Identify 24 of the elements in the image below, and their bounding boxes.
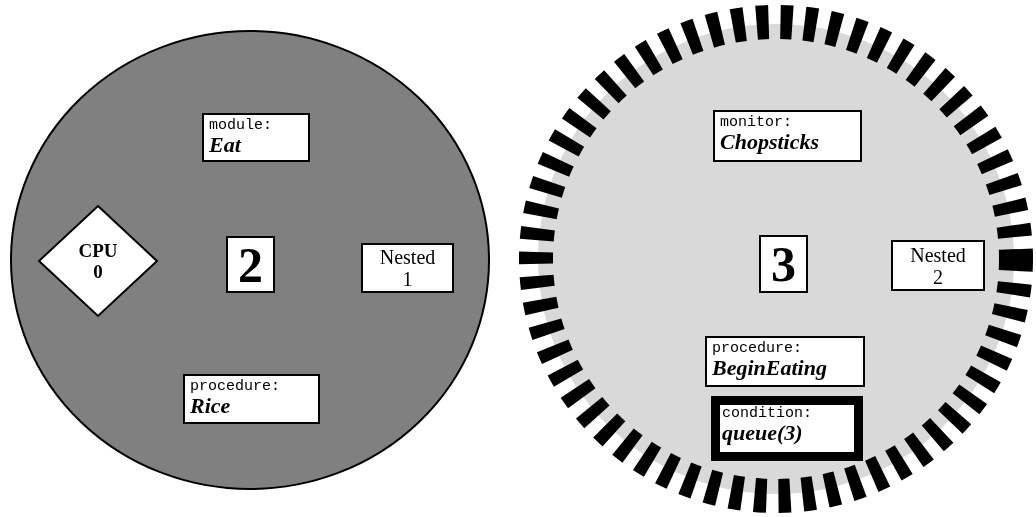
- name-label: Eat: [209, 134, 241, 156]
- kind-label: condition:: [722, 406, 812, 422]
- level-number: 3: [771, 239, 796, 289]
- label-box: [202, 113, 310, 162]
- nested-box: [891, 240, 985, 291]
- nested-label: Nested 2: [909, 243, 967, 288]
- label-box: [705, 336, 865, 387]
- number-box: [226, 236, 275, 293]
- kind-label: procedure:: [712, 341, 802, 357]
- number-box: [759, 235, 808, 293]
- name-label: Rice: [190, 395, 231, 417]
- kind-label: procedure:: [190, 379, 280, 395]
- label-box: [713, 110, 862, 162]
- name-label: Chopsticks: [720, 131, 820, 153]
- nested-label: Nested 1: [378, 246, 437, 290]
- nested-box: [361, 243, 454, 293]
- name-label: BeginEating: [712, 357, 827, 379]
- cpu-label: CPU 0: [77, 240, 119, 282]
- kind-label: module:: [209, 118, 272, 134]
- label-box: [183, 374, 320, 424]
- level-number: 2: [238, 239, 263, 290]
- name-label: queue(3): [722, 422, 803, 444]
- condition-box: [711, 396, 863, 461]
- kind-label: monitor:: [720, 115, 792, 131]
